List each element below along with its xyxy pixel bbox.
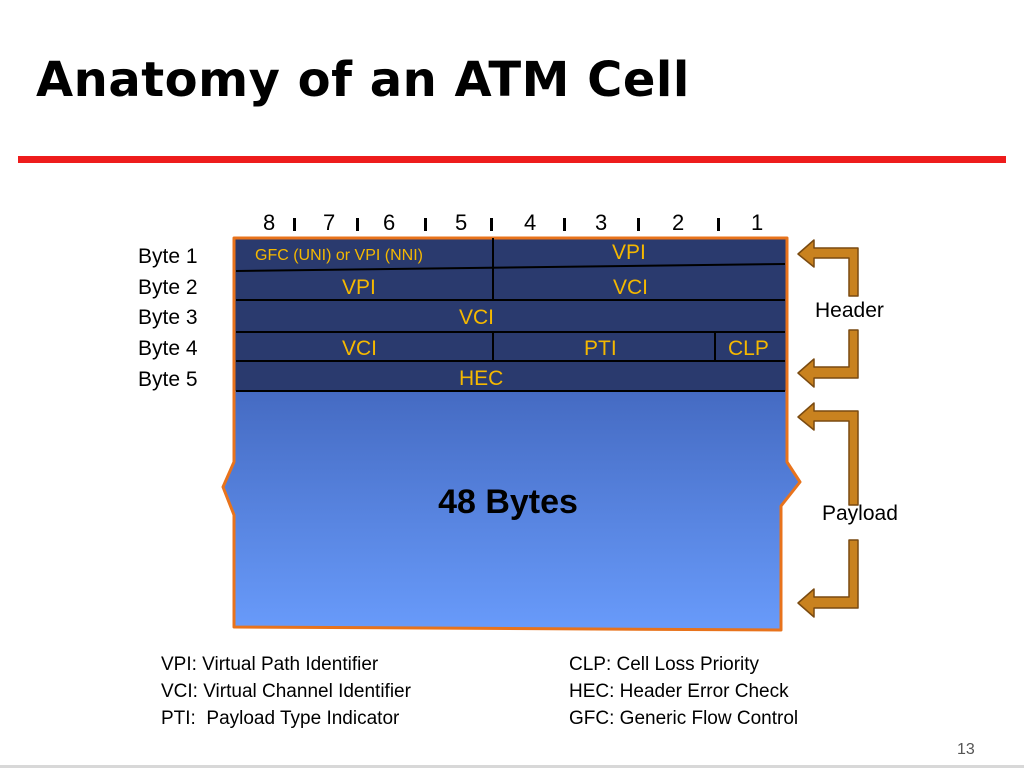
slide-title: Anatomy of an ATM Cell	[36, 52, 690, 108]
page-number: 13	[957, 741, 975, 758]
bit-number-4: 4	[524, 210, 537, 235]
bit-divider-tick	[293, 218, 296, 231]
cell-outline	[221, 236, 802, 632]
byte-label-3: Byte 3	[138, 306, 198, 329]
legend-item-hec: HEC: Header Error Check	[569, 681, 789, 702]
field-gfc: GFC (UNI) or VPI (NNI)	[255, 247, 423, 264]
footer-bar	[0, 765, 1024, 768]
byte-label-4: Byte 4	[138, 337, 198, 360]
legend-item-clp: CLP: Cell Loss Priority	[569, 654, 760, 675]
field-pti: PTI	[584, 337, 617, 360]
field-vci-byte4: VCI	[342, 337, 378, 360]
payload-label: Payload	[822, 502, 898, 525]
payload-bottom-arrow-icon	[797, 539, 859, 618]
byte-label-1: Byte 1	[138, 245, 198, 268]
legend-left: VPI: Virtual Path Identifier VCI: Virtua…	[161, 651, 411, 732]
legend-item-pti: PTI: Payload Type Indicator	[161, 708, 400, 729]
bit-number-2: 2	[672, 210, 685, 235]
legend-right: CLP: Cell Loss Priority HEC: Header Erro…	[569, 651, 798, 732]
bit-divider-tick	[490, 218, 493, 231]
bit-divider-tick	[563, 218, 566, 231]
legend-item-vci: VCI: Virtual Channel Identifier	[161, 681, 411, 702]
bit-number-7: 7	[323, 210, 336, 235]
field-vci-byte3: VCI	[459, 306, 495, 329]
field-vci-byte2: VCI	[613, 276, 649, 299]
payload-size-label: 48 Bytes	[438, 483, 578, 521]
bit-divider-tick	[356, 218, 359, 231]
header-rows-area	[223, 238, 800, 391]
header-bottom-arrow-icon	[797, 329, 859, 388]
bit-divider-tick	[424, 218, 427, 231]
legend-item-vpi: VPI: Virtual Path Identifier	[161, 654, 379, 675]
bit-divider-tick	[637, 218, 640, 231]
bit-number-6: 6	[383, 210, 396, 235]
field-clp: CLP	[728, 337, 769, 360]
byte-label-5: Byte 5	[138, 368, 198, 391]
payload-top-arrow-icon	[797, 402, 859, 506]
bit-number-3: 3	[595, 210, 608, 235]
byte-label-2: Byte 2	[138, 276, 198, 299]
bit-number-5: 5	[455, 210, 468, 235]
bit-number-1: 1	[751, 210, 764, 235]
title-underline	[18, 156, 1006, 163]
field-vpi-byte1: VPI	[612, 241, 646, 264]
bit-divider-tick	[717, 218, 720, 231]
header-label: Header	[815, 299, 884, 322]
header-top-arrow-icon	[797, 239, 859, 297]
legend-item-gfc: GFC: Generic Flow Control	[569, 708, 799, 729]
field-vpi-byte2: VPI	[342, 276, 376, 299]
row-separator	[235, 263, 786, 272]
field-hec: HEC	[459, 367, 504, 390]
bit-number-8: 8	[263, 210, 276, 235]
